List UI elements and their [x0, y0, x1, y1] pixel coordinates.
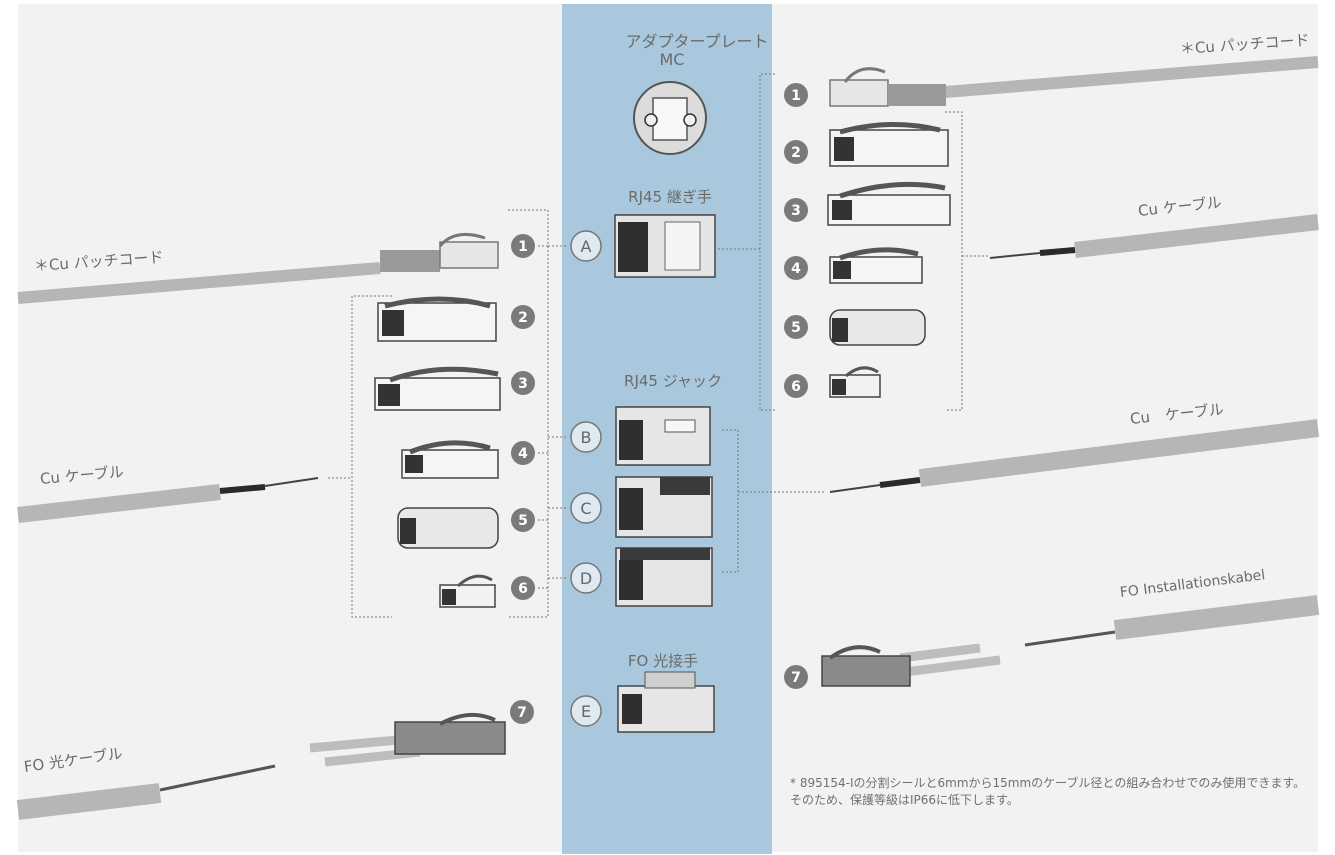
marker-right-7: 7 [784, 665, 808, 689]
left-cu-wires [264, 477, 319, 487]
right-fo-plug-icon [821, 645, 911, 687]
left-fo-cable [16, 783, 162, 820]
marker-right-5-text: 5 [791, 320, 801, 336]
marker-e: E [570, 695, 602, 727]
marker-right-4: 4 [784, 256, 808, 280]
right-cu-cable-2-jacket [879, 477, 921, 488]
marker-right-2-text: 2 [791, 145, 801, 161]
jack-b-icon [615, 406, 711, 466]
jack-c-icon [615, 476, 713, 538]
right-cu-cable-1 [1074, 214, 1319, 258]
marker-b: B [570, 421, 602, 453]
right-bracket-inner [945, 111, 963, 411]
right-fo-duplex-b [904, 655, 1001, 677]
jack-d-icon [615, 547, 713, 607]
left-connector-5-icon [397, 507, 499, 549]
right-fo-fiber [1024, 630, 1116, 647]
marker-right-5: 5 [784, 315, 808, 339]
marker-right-3-text: 3 [791, 203, 801, 219]
adapter-plate-subtitle: MC [659, 50, 685, 69]
marker-left-1-text: 1 [518, 239, 528, 255]
letter-markers: A B C D E [570, 230, 602, 727]
right-cu-cable-1-jacket [1039, 247, 1076, 256]
marker-left-4: 4 [511, 441, 535, 465]
right-cu-cable-1-wires [989, 252, 1041, 259]
right-connector-6-icon [829, 366, 881, 398]
right-connector-3-icon [827, 181, 951, 226]
number-markers: 1 2 3 4 5 6 7 1 2 3 4 5 6 7 [510, 83, 808, 724]
marker-left-7-text: 7 [517, 705, 527, 721]
left-cu-cable-jacket [219, 484, 266, 494]
right-fo-duplex-a [899, 643, 981, 663]
left-fo-fiber [159, 764, 276, 792]
marker-right-1: 1 [784, 83, 808, 107]
marker-left-3-text: 3 [518, 376, 528, 392]
left-fo-plug-icon [394, 712, 506, 755]
marker-right-6-text: 6 [791, 379, 801, 395]
marker-right-4-text: 4 [791, 261, 801, 277]
left-bracket-inner [351, 295, 392, 618]
adapter-plate-icon [633, 81, 707, 155]
left-bracket-outer [508, 209, 549, 618]
marker-left-5-text: 5 [518, 513, 528, 529]
marker-c: C [570, 492, 602, 524]
right-connector-5-icon [829, 309, 926, 346]
left-patch-cable [17, 262, 381, 304]
adapter-plate-title: アダプタープレート [625, 32, 769, 51]
left-connector-2-icon [377, 296, 497, 342]
marker-a-text: A [581, 237, 592, 256]
marker-a: A [570, 230, 602, 262]
right-patch-cable [944, 56, 1319, 98]
right-cu-cable-2-wires [829, 484, 881, 493]
coupler-a-icon [614, 214, 716, 278]
marker-left-7: 7 [510, 700, 534, 724]
marker-d-text: D [580, 569, 592, 588]
coupler-title: RJ45 継ぎ手 [628, 188, 712, 206]
marker-left-3: 3 [511, 371, 535, 395]
right-bracket-outer [759, 73, 775, 411]
footnote: * 895154-Iの分割シールと6mmから15mmのケーブル径との組み合わせで… [790, 776, 1306, 807]
right-patch-plug-icon [829, 67, 946, 107]
marker-left-2: 2 [511, 305, 535, 329]
marker-right-3: 3 [784, 198, 808, 222]
left-connector-4-icon [401, 440, 499, 479]
marker-left-5: 5 [511, 508, 535, 532]
marker-right-6: 6 [784, 374, 808, 398]
dotted-brackets [328, 73, 990, 618]
marker-e-text: E [581, 702, 591, 721]
marker-d: D [570, 562, 602, 594]
fo-coupler-title: FO 光接手 [627, 652, 699, 670]
right-cu-cable-2 [918, 419, 1320, 487]
marker-b-text: B [581, 428, 592, 447]
marker-c-text: C [580, 499, 591, 518]
marker-right-1-text: 1 [791, 88, 801, 104]
right-connector-4-icon [829, 247, 923, 284]
left-patch-plug-icon [380, 232, 499, 272]
right-connector-2-icon [829, 121, 949, 167]
right-fo-cable [1113, 595, 1320, 640]
marker-left-1: 1 [511, 234, 535, 258]
marker-left-6: 6 [511, 576, 535, 600]
left-connector-6-icon [439, 574, 496, 608]
fo-coupler-e-icon [617, 671, 715, 733]
marker-left-4-text: 4 [518, 446, 528, 462]
jack-title: RJ45 ジャック [624, 372, 722, 390]
marker-right-2: 2 [784, 140, 808, 164]
jack-bracket [722, 429, 739, 573]
left-connector-3-icon [374, 366, 501, 411]
marker-left-6-text: 6 [518, 581, 528, 597]
marker-left-2-text: 2 [518, 310, 528, 326]
left-cu-cable [17, 484, 221, 523]
marker-right-7-text: 7 [791, 670, 801, 686]
connectors [374, 67, 951, 755]
